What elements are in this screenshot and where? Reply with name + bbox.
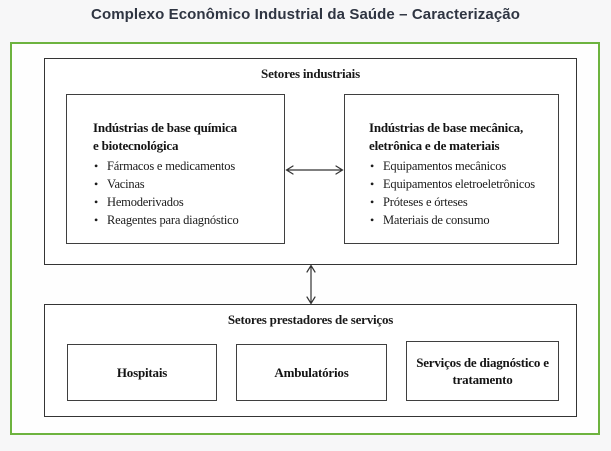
list-item: Materiais de consumo <box>369 211 552 229</box>
list-item: Vacinas <box>93 175 276 193</box>
list-item: Próteses e órteses <box>369 193 552 211</box>
mechanical-electronic-items: Equipamentos mecânicos Equipamentos elet… <box>369 157 552 229</box>
service-sectors-title: Setores prestadores de serviços <box>227 312 394 327</box>
page-title: Complexo Econômico Industrial da Saúde –… <box>91 6 520 23</box>
list-item: Hemoderivados <box>93 193 276 211</box>
mechanical-electronic-heading: Indústrias de base mecânica, eletrônica … <box>369 119 552 155</box>
heading-line-1: Indústrias de base mecânica, <box>369 120 524 135</box>
list-item: Reagentes para diagnóstico <box>93 211 276 229</box>
list-item: Equipamentos eletroeletrônicos <box>369 175 552 193</box>
ambulatories-box: Ambulatórios <box>236 344 387 401</box>
heading-line-2: e biotecnológica <box>93 138 179 153</box>
chemical-biotech-heading: Indústrias de base química e biotecnológ… <box>93 119 276 155</box>
chemical-biotech-box: Indústrias de base química e biotecnológ… <box>66 94 285 244</box>
diagnostic-treatment-services-box: Serviços de diagnóstico e tratamento <box>406 341 559 401</box>
hospitals-box: Hospitais <box>67 344 217 401</box>
chemical-biotech-items: Fármacos e medicamentos Vacinas Hemoderi… <box>93 157 276 229</box>
heading-line-2: eletrônica e de materiais <box>369 138 500 153</box>
list-item: Equipamentos mecânicos <box>369 157 552 175</box>
diagram-panel: Setores industriais Indústrias de base q… <box>10 42 600 435</box>
heading-line-1: Indústrias de base química <box>93 120 237 135</box>
list-item: Fármacos e medicamentos <box>93 157 276 175</box>
vertical-double-arrow-icon <box>306 264 316 305</box>
industrial-sectors-title: Setores industriais <box>261 66 360 81</box>
mechanical-electronic-box: Indústrias de base mecânica, eletrônica … <box>344 94 559 244</box>
